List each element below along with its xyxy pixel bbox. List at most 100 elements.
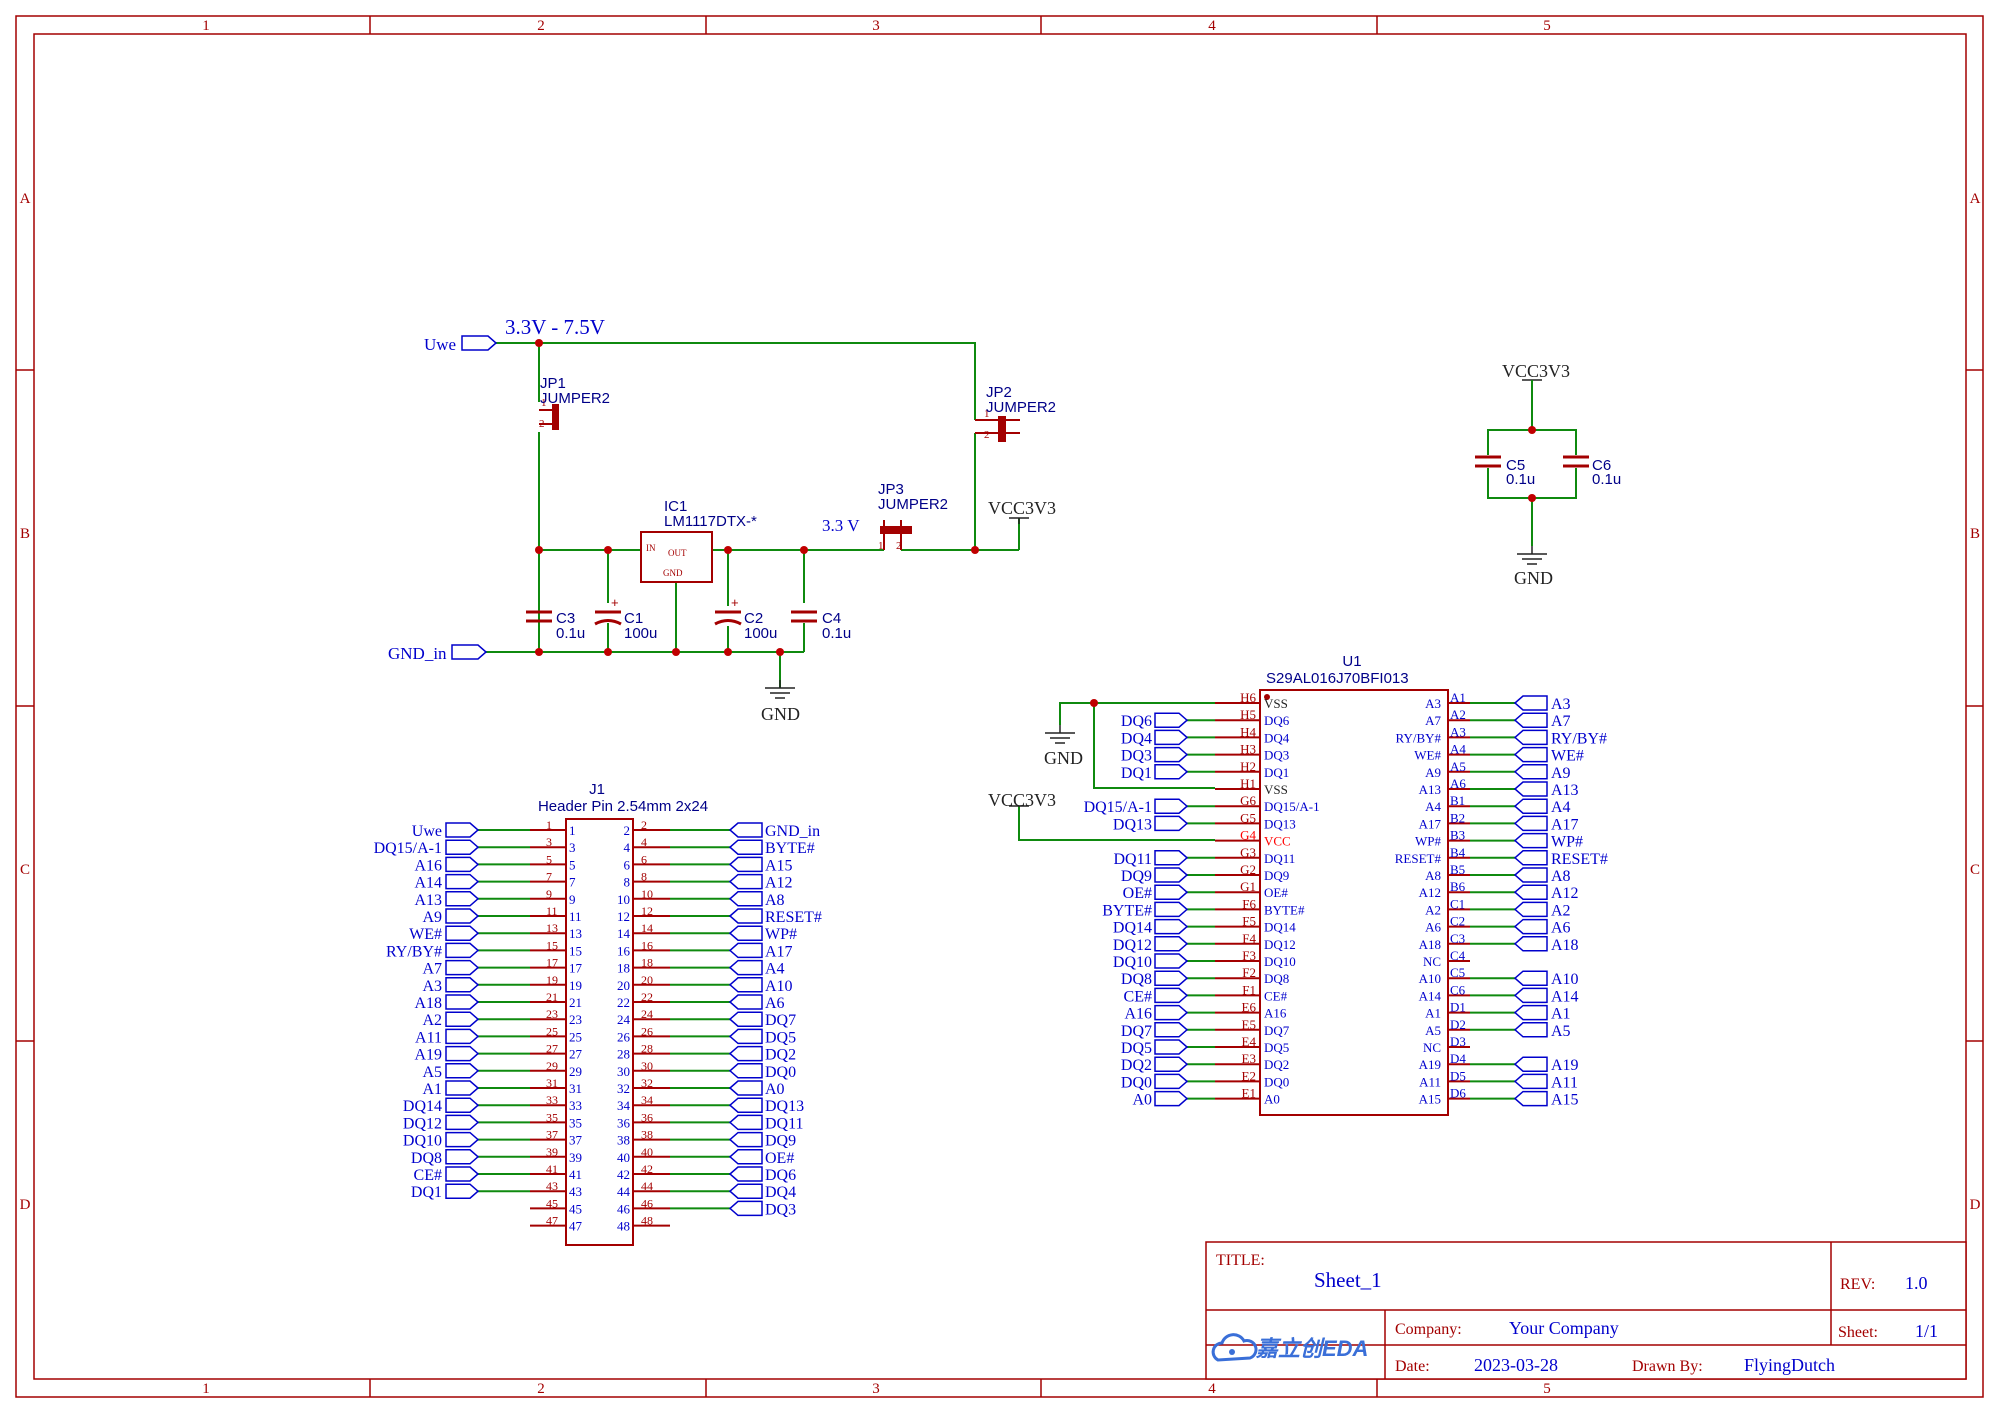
j1-left-net-label: DQ10 xyxy=(403,1133,442,1150)
j1-left-pin-number: 31 xyxy=(546,1076,558,1090)
jp1-pin-1: 1 xyxy=(541,397,547,409)
u1-right-net-label: RY/BY# xyxy=(1551,730,1607,747)
u1-left-pin-name: BYTE# xyxy=(1264,902,1305,917)
j1-right-pin-name: 20 xyxy=(617,978,630,993)
j1-right-pin-number: 6 xyxy=(641,852,647,866)
u1-left-pin-name: DQ8 xyxy=(1264,971,1289,986)
u1-right-net-label: A17 xyxy=(1551,816,1579,833)
u1-left-pin-name: DQ0 xyxy=(1264,1074,1289,1089)
j1-left-net-label: A11 xyxy=(415,1029,442,1046)
j1-left-pin-number: 35 xyxy=(546,1110,558,1124)
j1-right-pin-name: 32 xyxy=(617,1081,630,1096)
j1-left-port xyxy=(445,1097,480,1113)
j1-right-pin-number: 42 xyxy=(641,1162,653,1176)
j1-right-net-label: DQ7 xyxy=(765,1012,796,1029)
u1-left-port xyxy=(1154,936,1189,952)
j1-right-port xyxy=(728,925,763,941)
u1-right-port xyxy=(1513,970,1548,986)
j1-left-net-label: A9 xyxy=(422,909,442,926)
j1-left-port xyxy=(445,942,480,959)
j1-left-pin-name: 43 xyxy=(569,1184,582,1199)
drawn-by-label: Drawn By: xyxy=(1632,1358,1703,1375)
j1-left-net-label: A13 xyxy=(414,892,442,909)
j1-right-port xyxy=(728,1097,763,1113)
u1-left-pin-number: F6 xyxy=(1242,896,1256,911)
j1-right-pin-name: 30 xyxy=(617,1064,630,1079)
j1-right-port xyxy=(728,1200,763,1217)
j1-left-port xyxy=(445,1183,480,1199)
vcc-power-label: VCC3V3 xyxy=(988,498,1056,518)
drawing-frame: 1 2 3 4 5 1 2 3 4 5 A B C D A B C D xyxy=(15,15,1984,1398)
u1-right-pin-name: A17 xyxy=(1419,816,1442,831)
u1-right-pin-name: WE# xyxy=(1414,748,1441,763)
j1-left-net-label: A2 xyxy=(422,1012,442,1029)
jp1-ref: JP1 xyxy=(540,375,566,392)
title-value: Sheet_1 xyxy=(1314,1268,1382,1292)
u1-left-net-label: A0 xyxy=(1132,1092,1152,1109)
u1-right-pin-number: C3 xyxy=(1450,931,1465,946)
j1-right-port xyxy=(728,942,763,959)
j1-right-pin-name: 34 xyxy=(617,1098,631,1113)
j1-right-pin-name: 10 xyxy=(617,892,630,907)
c4-ref: C4 xyxy=(822,610,841,627)
gnd-decoupling-label: GND xyxy=(1514,568,1553,588)
u1-right-port xyxy=(1513,695,1548,711)
frame-row-c-right: C xyxy=(1970,862,1980,878)
j1-right-net-label: BYTE# xyxy=(765,840,815,857)
u1-right-pin-number: A1 xyxy=(1450,690,1466,705)
gnd-in-net-port xyxy=(451,644,488,660)
frame-row-d-left: D xyxy=(20,1197,31,1213)
ic1-pin-gnd: GND xyxy=(663,568,683,578)
u1-left-pin-name: DQ4 xyxy=(1264,730,1290,745)
u1-right-pin-number: B5 xyxy=(1450,862,1465,877)
u1-right-net-label: A4 xyxy=(1551,799,1571,816)
j1-left-port xyxy=(445,1166,480,1182)
j1-right-net-label: OE# xyxy=(765,1150,794,1167)
j1-right-pin-number: 38 xyxy=(641,1128,653,1142)
frame-row-d-right: D xyxy=(1970,1197,1981,1213)
j1-right-net-label: A12 xyxy=(765,875,793,892)
c4-value: 0.1u xyxy=(822,625,851,642)
u1-left-port xyxy=(1154,884,1189,900)
ground-decoupling xyxy=(1516,545,1548,565)
j1-right-net-label: A4 xyxy=(765,961,785,978)
u1-right-net-label: RESET# xyxy=(1551,851,1608,868)
u1-left-pin-name: DQ7 xyxy=(1264,1023,1290,1038)
u1-right-port xyxy=(1513,901,1548,918)
j1-left-pin-number: 27 xyxy=(546,1042,558,1056)
frame-col-5-top: 5 xyxy=(1543,18,1551,34)
j1-body xyxy=(565,818,634,1246)
jp2-pin-1: 1 xyxy=(984,408,990,420)
j1-left-net-label: DQ14 xyxy=(403,1098,442,1115)
uwe-net-port xyxy=(461,335,498,351)
j1-right-pin-name: 6 xyxy=(624,857,631,872)
u1-right-net-label: A3 xyxy=(1551,696,1571,713)
j1-left-net-label: DQ12 xyxy=(403,1115,442,1132)
j1-left-pin-number: 17 xyxy=(546,956,558,970)
u1-left-pin-name: DQ10 xyxy=(1264,954,1296,969)
u1-right-pin-name: NC xyxy=(1423,1040,1441,1055)
frame-row-a-right: A xyxy=(1970,191,1981,207)
j1-left-net-label: A18 xyxy=(414,995,442,1012)
j1-right-port xyxy=(728,908,763,924)
u1-left-net-label: DQ13 xyxy=(1113,816,1152,833)
u1-value: S29AL016J70BFI013 xyxy=(1266,670,1409,687)
u1-right-port xyxy=(1513,850,1548,866)
u1-right-net-label: A10 xyxy=(1551,971,1579,988)
jp3-ref: JP3 xyxy=(878,481,904,498)
jumper-jp2: 1 2 JP2 JUMPER2 xyxy=(975,384,1056,442)
j1-right-net-label: RESET# xyxy=(765,909,822,926)
u1-right-pin-name: A18 xyxy=(1419,937,1441,952)
u1-right-pin-number: A5 xyxy=(1450,759,1466,774)
decoupling-block: VCC3V3 C5 0.1u C6 0.1u GND xyxy=(1475,361,1621,588)
u1-right-net-label: A7 xyxy=(1551,713,1571,730)
j1-right-pin-name: 16 xyxy=(617,943,631,958)
u1-left-pin-number: H2 xyxy=(1240,759,1256,774)
j1-right-pin-number: 4 xyxy=(641,835,647,849)
j1-right-net-label: DQ13 xyxy=(765,1098,804,1115)
j1-right-net-label: DQ4 xyxy=(765,1184,796,1201)
ground-power: GND xyxy=(761,679,800,724)
date-value: 2023-03-28 xyxy=(1474,1355,1558,1375)
u1-right-port xyxy=(1513,1090,1548,1107)
